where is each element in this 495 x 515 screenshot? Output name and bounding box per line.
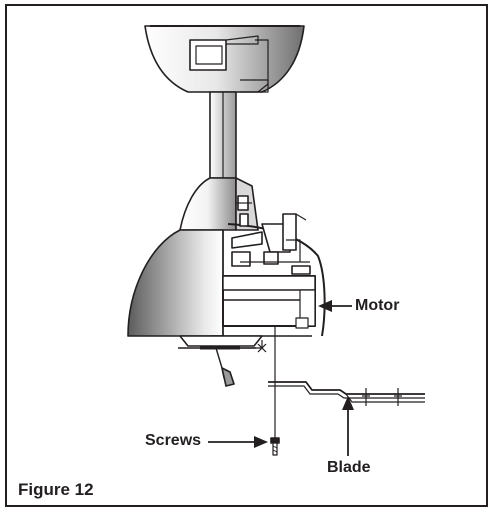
screws-arrow [208, 436, 268, 448]
screw [270, 326, 280, 456]
blade-label: Blade [327, 459, 371, 476]
motor-arrow [318, 300, 352, 312]
figure-caption: Figure 12 [18, 480, 94, 499]
screws-label: Screws [145, 432, 202, 449]
motor-collar [179, 177, 259, 231]
motor-internals [210, 213, 326, 337]
ceiling-canopy [144, 25, 305, 93]
motor-label: Motor [355, 297, 400, 314]
blade-arrow [342, 396, 354, 456]
motor-housing [127, 229, 224, 337]
switch-housing [178, 335, 267, 387]
downrod [209, 91, 237, 179]
